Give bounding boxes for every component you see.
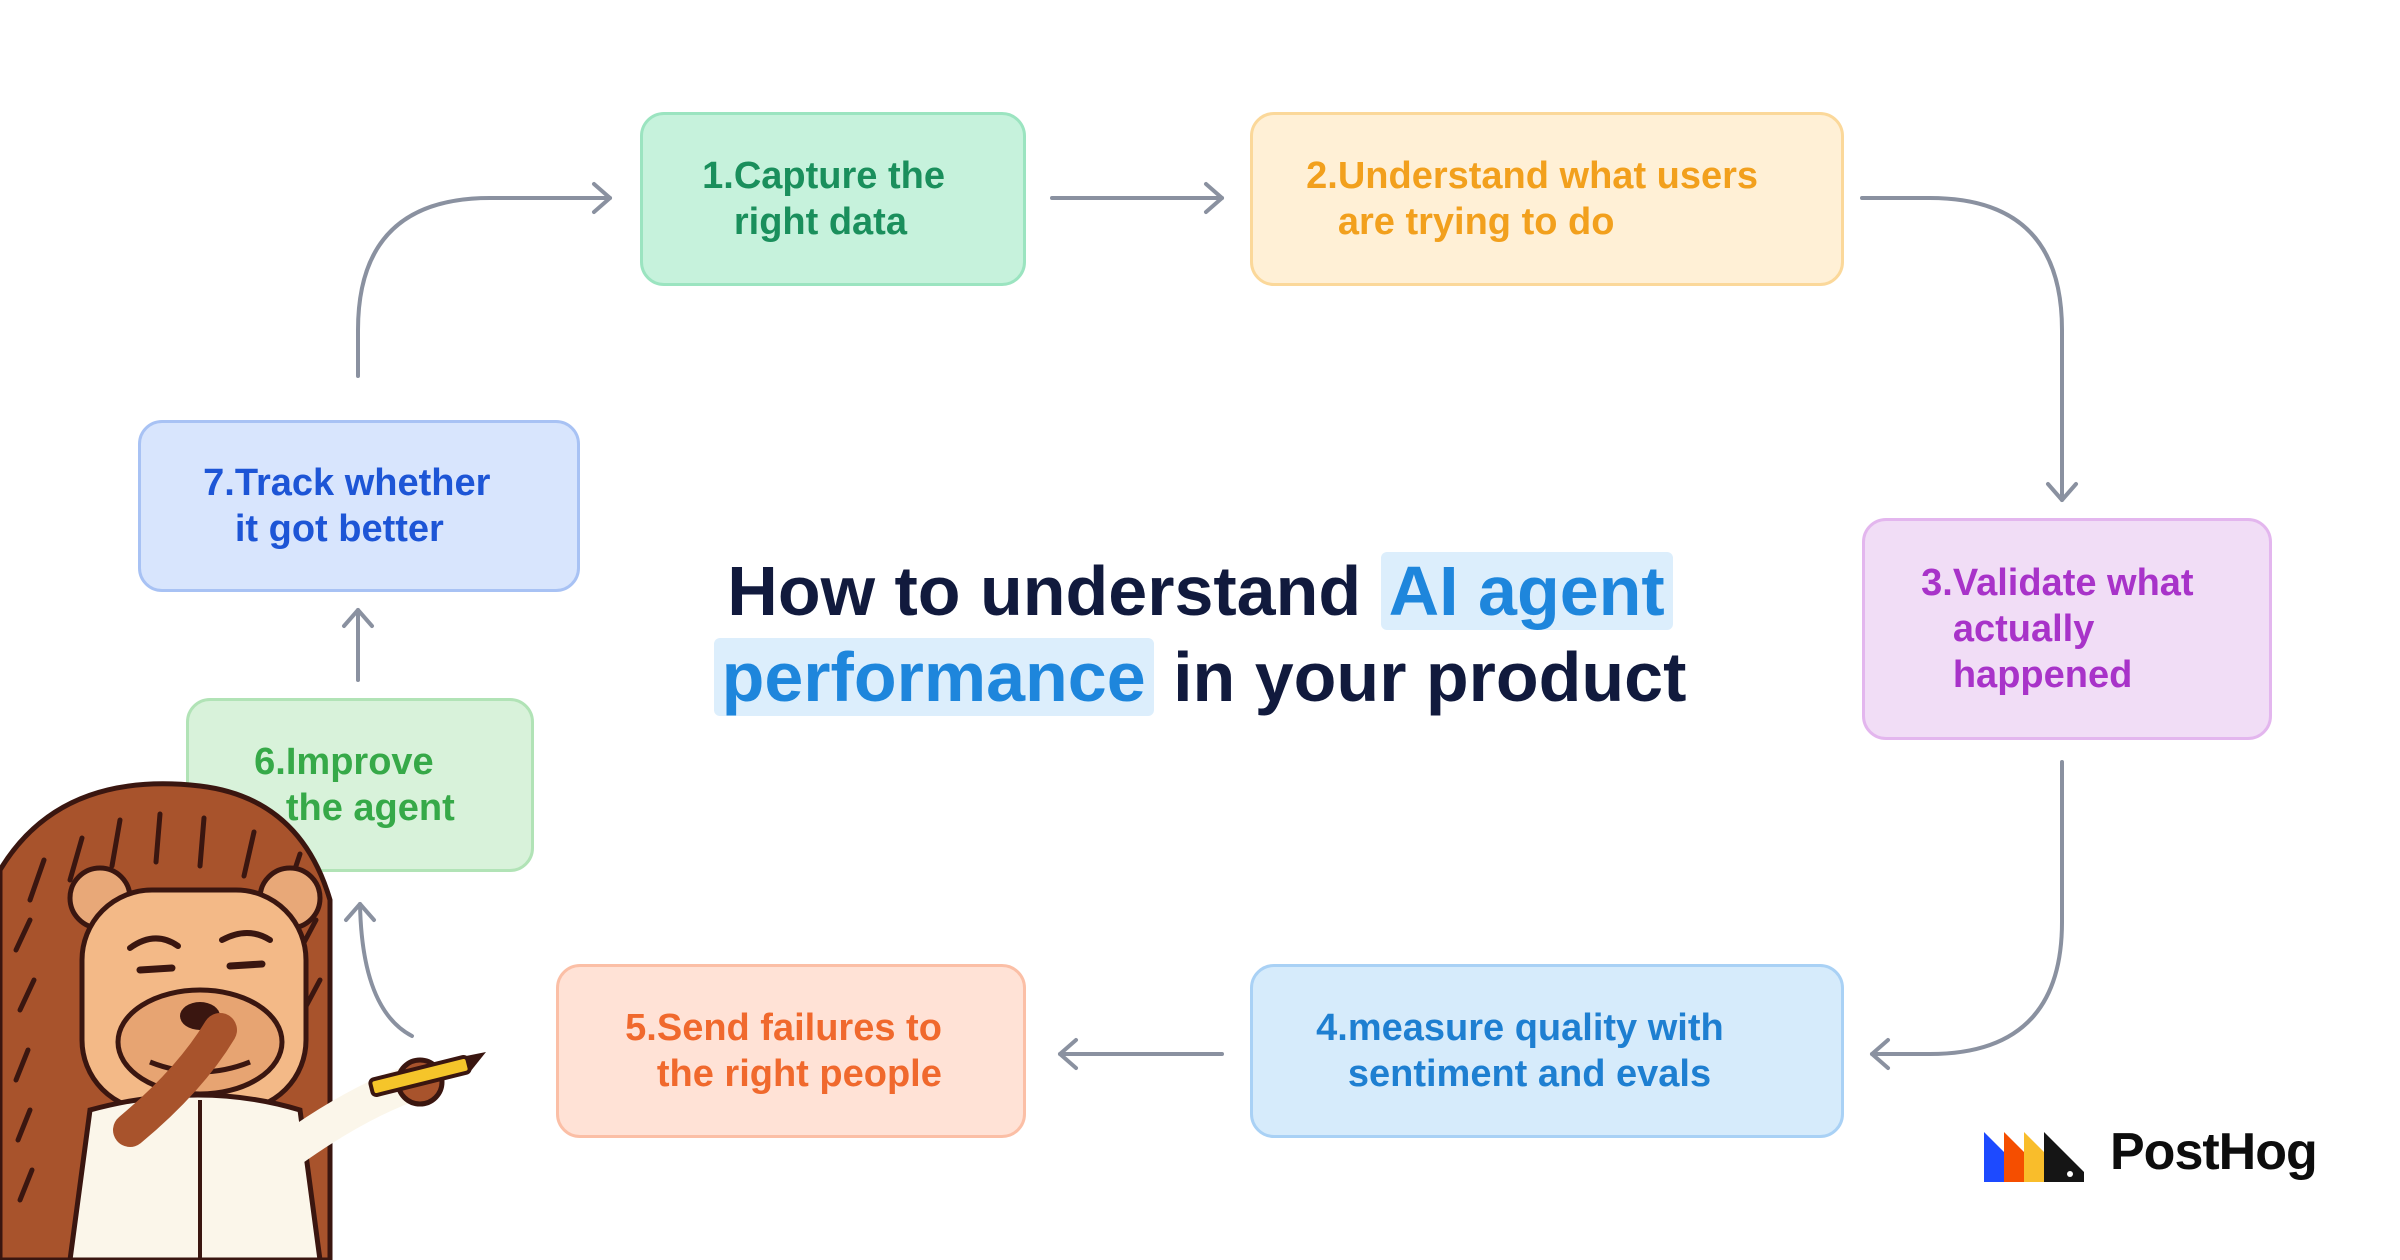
arrow-4-to-5 xyxy=(1058,1038,1224,1070)
step-3-number: 3. xyxy=(1921,562,1953,604)
title-part-1: How to understand xyxy=(727,552,1381,630)
arrow-5-to-6 xyxy=(344,902,414,1038)
arrow-2-to-3 xyxy=(1860,196,2078,502)
step-7-text: Track whether it got better xyxy=(234,462,491,550)
arrow-3-to-4 xyxy=(1870,760,2064,1070)
step-6-number: 6. xyxy=(254,741,286,783)
step-2-text: Understand what users are trying to do xyxy=(1337,155,1759,243)
title-part-2: in your product xyxy=(1153,638,1687,716)
step-2-box: 2. Understand what users are trying to d… xyxy=(1250,112,1844,286)
step-4-box: 4. measure quality with sentiment and ev… xyxy=(1250,964,1844,1138)
step-4-text: measure quality with sentiment and evals xyxy=(1347,1007,1724,1095)
step-1-box: 1. Capture the right data xyxy=(640,112,1026,286)
hedgehog-mascot-illustration xyxy=(0,781,486,1260)
title-highlight-1: AI agent xyxy=(1380,552,1673,630)
brand-name: PostHog xyxy=(2110,1123,2318,1181)
step-5-box: 5. Send failures to the right people xyxy=(556,964,1026,1138)
step-1-text: Capture the right data xyxy=(733,155,945,243)
step-7-box: 7. Track whether it got better xyxy=(138,420,580,592)
arrow-1-to-2 xyxy=(1050,182,1224,214)
step-5-text: Send failures to the right people xyxy=(656,1007,942,1095)
step-6-text: Improve the agent xyxy=(285,741,455,829)
posthog-logo-icon xyxy=(1984,1132,2084,1182)
step-3-text: Validate what actually happened xyxy=(1952,562,2194,696)
arrow-6-to-7 xyxy=(342,608,374,682)
step-1-number: 1. xyxy=(702,155,734,197)
step-3-box: 3. Validate what actually happened xyxy=(1862,518,2272,740)
step-5-number: 5. xyxy=(625,1007,657,1049)
step-4-number: 4. xyxy=(1316,1007,1348,1049)
title-highlight-2: performance xyxy=(713,638,1154,716)
arrow-7-to-1 xyxy=(356,182,612,378)
diagram-title: How to understand AI agent performance in… xyxy=(700,548,1700,720)
step-7-number: 7. xyxy=(203,462,235,504)
brand-logo: PostHog xyxy=(1984,1122,2318,1182)
step-2-number: 2. xyxy=(1306,155,1338,197)
